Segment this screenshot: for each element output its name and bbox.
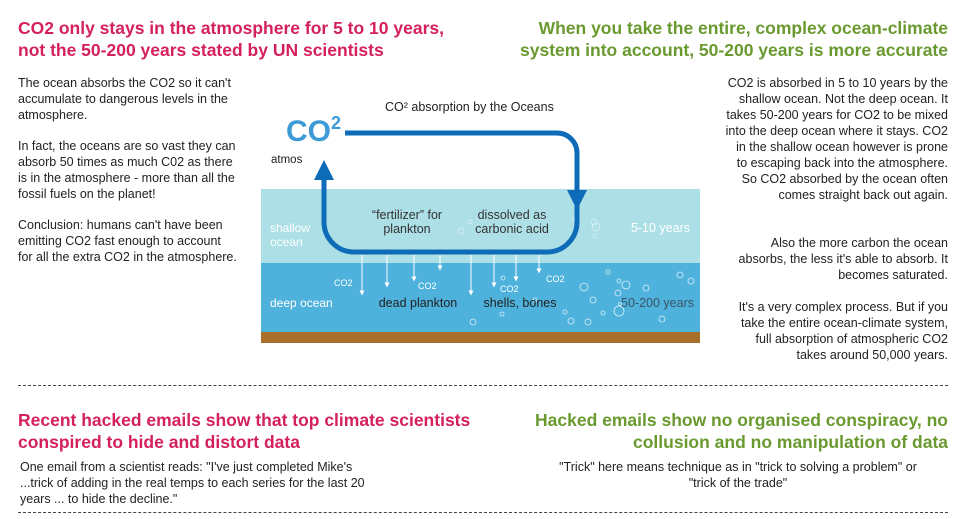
paragraph: CO2 is absorbed in 5 to 10 years by the … xyxy=(725,76,948,202)
top-right-heading: When you take the entire, complex ocean-… xyxy=(520,17,948,61)
diagram-title: CO² absorption by the Oceans xyxy=(385,100,554,114)
co2-small-label: CO2 xyxy=(546,274,565,284)
sink-arrows xyxy=(359,255,542,296)
paragraph: In fact, the oceans are so vast they can… xyxy=(18,139,236,201)
heading-line: When you take the entire, complex ocean-… xyxy=(538,18,948,38)
top-left-heading: CO2 only stays in the atmosphere for 5 t… xyxy=(18,17,444,61)
shallow-years-label: 5-10 years xyxy=(631,221,690,235)
bubbles xyxy=(457,216,695,326)
heading-line: Hacked emails show no organised conspira… xyxy=(535,410,948,430)
co2-small-label: CO2 xyxy=(500,284,519,294)
release-arrow xyxy=(314,160,580,255)
heading-line: collusion and no manipulation of data xyxy=(633,432,948,452)
paragraph: Also the more carbon the ocean absorbs, … xyxy=(738,236,948,282)
heading-line: CO2 only stays in the atmosphere for 5 t… xyxy=(18,18,444,38)
paragraph: The ocean absorbs the CO2 so it can't ac… xyxy=(18,76,231,122)
heading-line: not the 50-200 years stated by UN scient… xyxy=(18,40,384,60)
deep-ocean-layer xyxy=(261,263,700,332)
top-right-text: CO2 is absorbed in 5 to 10 years by the … xyxy=(723,75,948,378)
heading-line: Recent hacked emails show that top clima… xyxy=(18,410,471,430)
text-line: "Trick" here means technique as in "tric… xyxy=(559,460,917,474)
bottom-left-heading: Recent hacked emails show that top clima… xyxy=(18,409,470,453)
atmos-label: atmos xyxy=(271,154,303,166)
paragraph: Conclusion: humans can't have been emitt… xyxy=(18,218,237,264)
top-left-text: The ocean absorbs the CO2 so it can't ac… xyxy=(18,75,238,280)
heading-line: conspired to hide and distort data xyxy=(18,432,300,452)
ocean-floor xyxy=(261,332,700,343)
text-line: One email from a scientist reads: "I've … xyxy=(20,460,353,474)
bottom-right-text: "Trick" here means technique as in "tric… xyxy=(528,459,948,491)
co2-atmosphere-label: CO2 xyxy=(286,113,341,148)
divider xyxy=(18,385,948,386)
text-line: years ... to hide the decline." xyxy=(20,492,178,506)
co2-small-label: CO2 xyxy=(334,278,353,288)
absorption-arrow xyxy=(345,130,587,210)
heading-line: system into account, 50-200 years is mor… xyxy=(520,40,948,60)
bottom-left-text: One email from a scientist reads: "I've … xyxy=(20,459,365,507)
bottom-right-heading: Hacked emails show no organised conspira… xyxy=(535,409,948,453)
text-line: "trick of the trade" xyxy=(688,476,788,490)
dead-plankton-label: dead plankton xyxy=(379,296,458,310)
paragraph: It's a very complex process. But if you … xyxy=(738,300,948,362)
divider xyxy=(18,512,948,513)
co2-small-label: CO2 xyxy=(418,281,437,291)
deep-ocean-label: deep ocean xyxy=(270,296,333,310)
shells-bones-label: shells, bones xyxy=(484,296,557,310)
deep-years-label: 50-200 years xyxy=(621,296,694,310)
text-line: ...trick of adding in the real temps to … xyxy=(20,476,365,490)
